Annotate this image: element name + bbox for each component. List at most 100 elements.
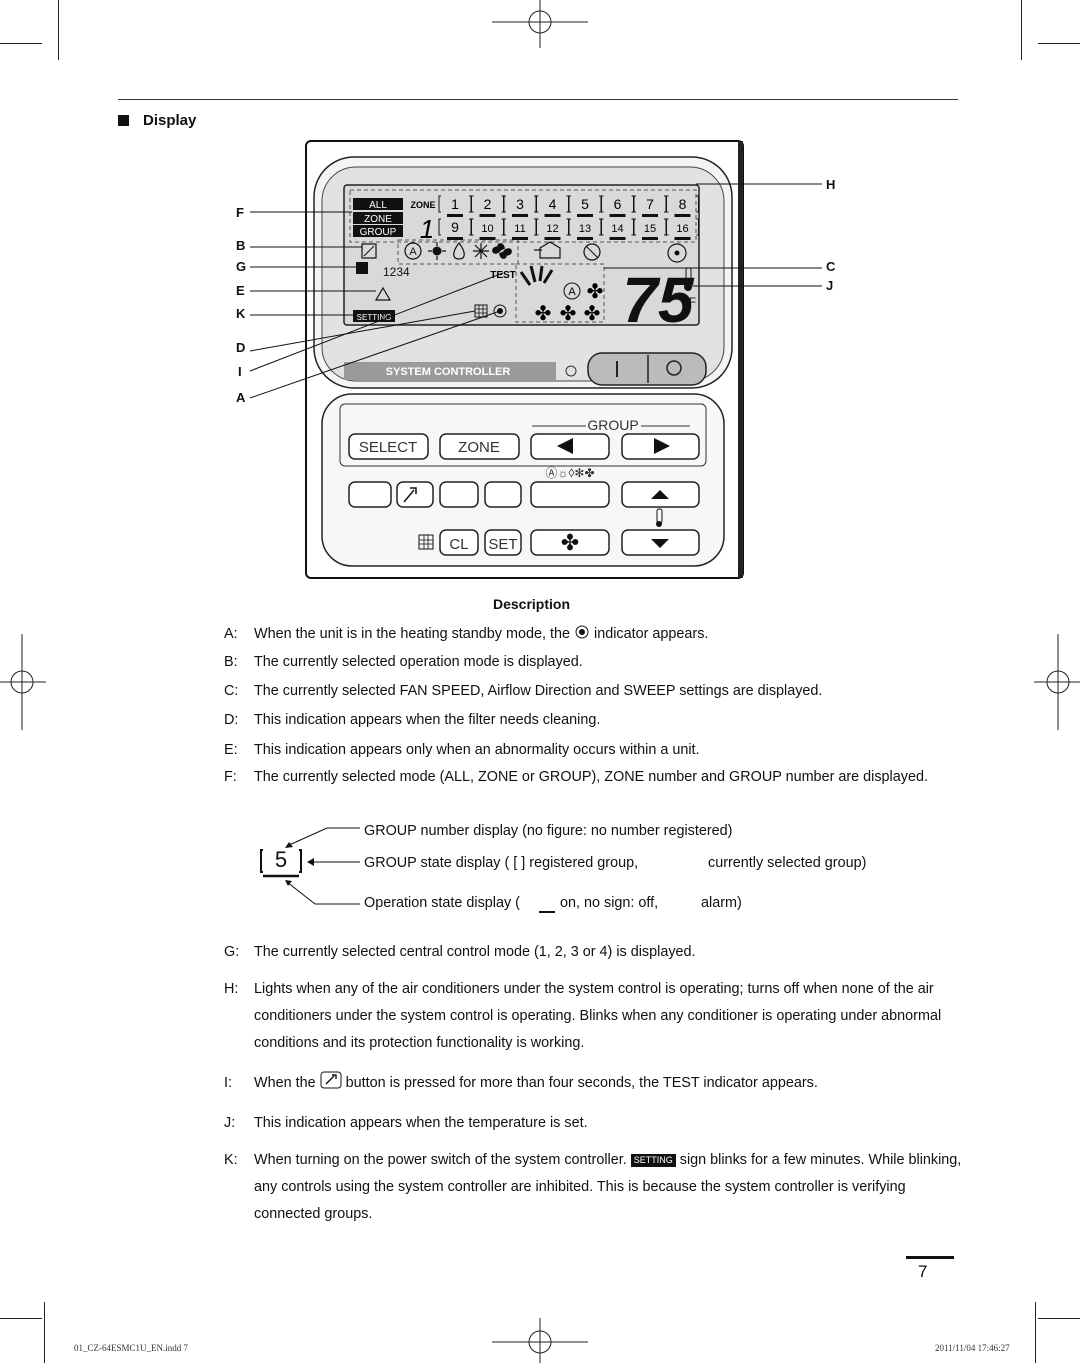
- airflow-direction-icon: [519, 265, 554, 286]
- callout-e: E: [236, 283, 245, 298]
- callout-leaders: [249, 183, 822, 399]
- lcd-group-operation-bar: [447, 237, 463, 240]
- cl-button[interactable]: CL: [449, 536, 468, 553]
- callout-a: A: [236, 390, 246, 405]
- operation-state-line-c: alarm): [701, 895, 742, 911]
- callout-c: C: [826, 259, 836, 274]
- lcd-group-number: 15: [644, 223, 656, 235]
- footer-timestamp: 2011/11/04 17:46:27: [935, 1343, 1010, 1353]
- lcd-group-bracket: [666, 218, 699, 236]
- section-title: Display: [118, 112, 196, 129]
- lcd-group-number: 10: [481, 223, 493, 235]
- group-example-sample: 5: [275, 847, 287, 872]
- wrench-button-icon: [320, 1071, 342, 1089]
- lcd-group-operation-bar: [512, 237, 528, 240]
- lcd-group-operation-bar: [609, 237, 626, 240]
- description-title: Description: [493, 596, 571, 612]
- fan-speed-med-icon: ✤: [560, 303, 577, 325]
- footer-file: 01_CZ-64ESMC1U_EN.indd 7: [74, 1343, 189, 1353]
- lcd-group-number: 1: [451, 196, 459, 212]
- callout-k: K: [236, 306, 246, 321]
- callout-b: B: [236, 238, 246, 253]
- fan-button-icon: ✤: [561, 530, 579, 555]
- lcd-central-control: 1234: [383, 265, 410, 279]
- lcd-group-number: 8: [679, 196, 687, 212]
- lcd-group-number: 5: [581, 196, 589, 212]
- lcd-group-operation-bar: [544, 214, 561, 217]
- lcd-mode-all: ALL: [369, 200, 387, 211]
- lcd-zone-label: ZONE: [410, 200, 435, 210]
- page-number: 7: [918, 1262, 928, 1281]
- lcd-group-bracket: [666, 195, 699, 213]
- lcd-group-number: 13: [579, 223, 591, 235]
- lcd-group-number: 7: [646, 196, 654, 212]
- set-button[interactable]: SET: [488, 536, 517, 553]
- lcd-temperature: 75: [622, 264, 695, 336]
- lcd-mode-group: GROUP: [360, 227, 397, 238]
- group-prev-icon: [557, 438, 573, 454]
- wrench-icon: [403, 487, 417, 503]
- lcd-zone-number: 1: [420, 214, 434, 244]
- lcd-group-number: 6: [614, 196, 622, 212]
- lcd-group-operation-bar: [544, 237, 561, 240]
- lcd-group-operation-bar: [577, 237, 593, 240]
- page-number-bar: [906, 1256, 954, 1259]
- group-state-line-b: currently selected group): [708, 855, 867, 871]
- lcd-temperature-unit: °F: [684, 295, 696, 309]
- select-button[interactable]: SELECT: [359, 439, 417, 456]
- up-arrow-icon: [651, 490, 669, 499]
- lcd-group-operation-bar: [674, 214, 691, 217]
- zone-button[interactable]: ZONE: [458, 439, 500, 456]
- heating-standby-icon: [575, 625, 589, 639]
- fan-speed-high-icon: ✤: [584, 303, 601, 325]
- mode-icons-small: Ⓐ☼◊✻✤: [545, 466, 594, 480]
- lcd-group-operation-bar: [674, 237, 691, 240]
- lcd-group-operation-bar: [479, 237, 496, 240]
- lcd-group-number: 4: [549, 196, 557, 212]
- operation-state-line-a: Operation state display (: [364, 895, 520, 911]
- callout-f: F: [236, 205, 244, 220]
- group-number-line: GROUP number display (no figure: no numb…: [364, 823, 733, 839]
- lcd-group-operation-bar: [479, 214, 496, 217]
- group-example-diagram: 5: [260, 827, 360, 905]
- lcd-group-operation-bar: [577, 214, 593, 217]
- callout-d: D: [236, 340, 246, 355]
- fan-icon: ✤: [587, 281, 604, 303]
- lcd-test-label: TEST: [490, 270, 516, 281]
- group-next-icon: [654, 438, 670, 454]
- callout-g: G: [236, 259, 247, 274]
- lcd-mode-zone: ZONE: [364, 214, 392, 225]
- lcd-group-operation-bar: [609, 214, 626, 217]
- lcd-group-number: 3: [516, 196, 524, 212]
- down-arrow-icon: [651, 539, 669, 548]
- lcd-group-operation-bar: [642, 214, 658, 217]
- lcd-group-operation-bar: [642, 237, 658, 240]
- brand-strip: SYSTEM CONTROLLER: [386, 366, 511, 378]
- lcd-group-number: 11: [514, 223, 525, 235]
- callout-j: J: [826, 278, 834, 293]
- callout-i: I: [238, 364, 242, 379]
- lcd-group-number: 9: [451, 219, 459, 235]
- header-rule: [118, 99, 958, 100]
- lcd-group-operation-bar: [512, 214, 528, 217]
- lcd-group-number: 12: [546, 223, 558, 235]
- lcd-group-number: 14: [611, 223, 623, 235]
- alarm-icon: [374, 286, 392, 301]
- underline-icon: [539, 911, 555, 913]
- callout-h: H: [826, 177, 836, 192]
- lcd-group-operation-bar: [447, 214, 463, 217]
- operation-state-line-b: on, no sign: off,: [560, 895, 659, 911]
- square-bullet-icon: [118, 115, 129, 126]
- lcd-auto-letter: A: [409, 246, 417, 258]
- fan-speed-low-icon: ✤: [535, 303, 552, 325]
- group-state-line-a: GROUP state display ( [ ] registered gro…: [364, 855, 639, 871]
- lcd-group-number: 2: [484, 196, 492, 212]
- group-label: GROUP: [587, 417, 638, 433]
- lcd-group-numbers-row1: 1 2 3 4 5 6 7 8: [438, 195, 699, 217]
- lcd-operation-mode-icons: A: [361, 241, 687, 263]
- lcd-setting-label: SETTING: [357, 313, 392, 322]
- setting-badge: SETTING: [630, 1154, 676, 1167]
